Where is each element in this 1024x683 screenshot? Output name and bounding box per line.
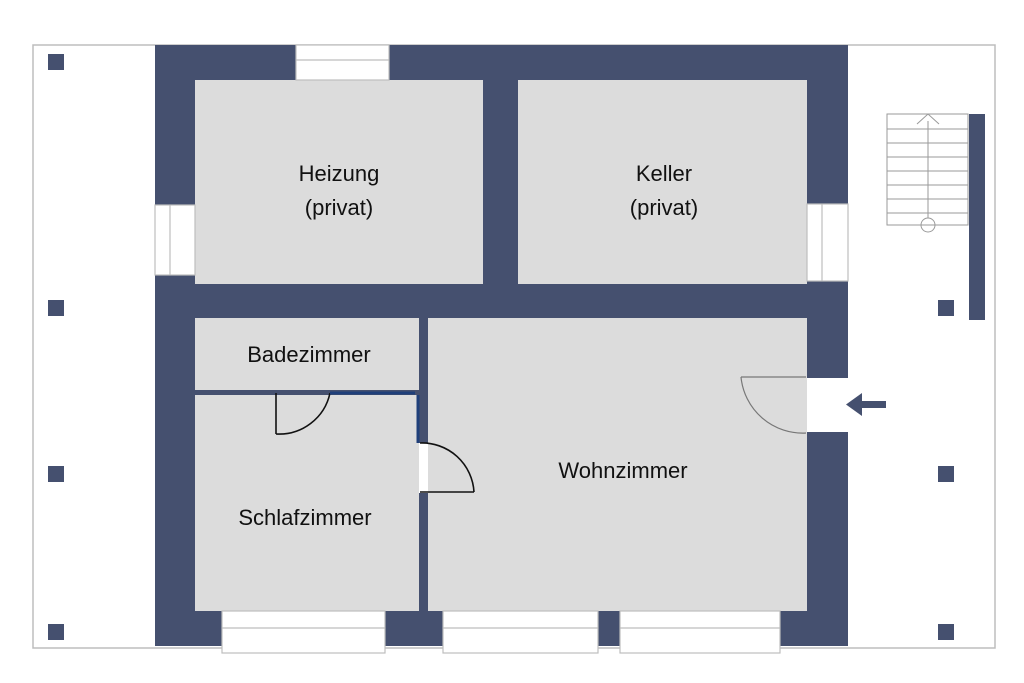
room-keller — [518, 80, 807, 284]
keller-label-line2: (privat) — [630, 195, 698, 220]
door-schlafzimmer — [416, 395, 475, 493]
post — [48, 624, 64, 640]
post — [938, 466, 954, 482]
entrance-opening — [807, 378, 848, 432]
heizung-label-line2: (privat) — [305, 195, 373, 220]
room-wohnzimmer — [428, 318, 807, 611]
window-bottom-3 — [619, 610, 781, 654]
heizung-label-line1: Heizung — [299, 161, 380, 186]
keller-label-line1: Keller — [636, 161, 692, 186]
room-badezimmer — [195, 318, 419, 390]
post — [938, 624, 954, 640]
windows — [154, 44, 849, 654]
post — [48, 466, 64, 482]
window-bottom-2 — [442, 610, 599, 654]
window-right — [806, 203, 849, 282]
room-heizung — [195, 80, 483, 284]
post — [48, 300, 64, 316]
badezimmer-label: Badezimmer — [247, 342, 370, 367]
window-bottom-1 — [221, 610, 386, 654]
door-badezimmer — [275, 391, 415, 435]
room-schlafzimmer — [195, 395, 419, 611]
doors — [275, 376, 807, 493]
staircase-icon — [886, 113, 985, 320]
entrance-arrow-icon — [846, 393, 886, 416]
schlafzimmer-label: Schlafzimmer — [238, 505, 371, 530]
post — [938, 300, 954, 316]
post — [48, 54, 64, 70]
window-top — [295, 44, 390, 81]
wohnzimmer-label: Wohnzimmer — [558, 458, 687, 483]
window-left — [154, 204, 196, 276]
terrace-posts — [48, 54, 954, 640]
door-entrance — [740, 376, 807, 434]
